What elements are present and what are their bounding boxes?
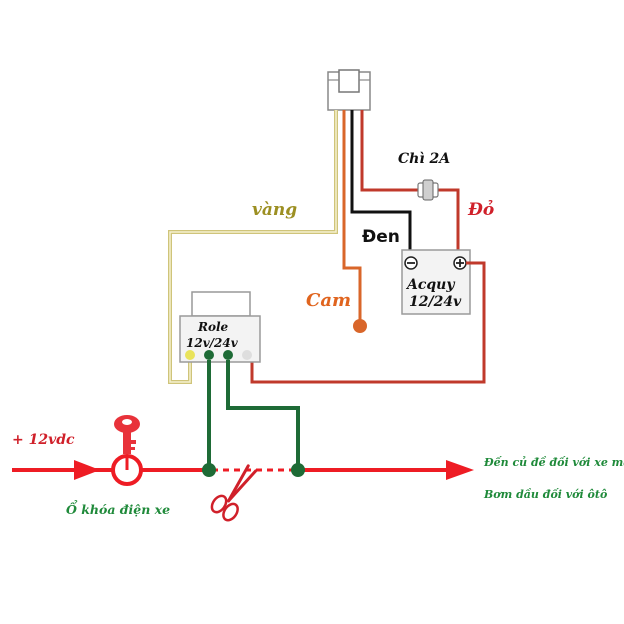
arrow-head-icon: [446, 460, 474, 480]
key-icon: [111, 415, 143, 486]
fuse-icon: [417, 179, 439, 201]
yellow-wire-label: vàng: [252, 200, 297, 220]
orange-wire: [342, 110, 362, 322]
connector-icon: [327, 69, 371, 111]
black-wire: [350, 110, 412, 250]
arrow-head-icon: [74, 460, 100, 480]
red-wire-label: Đỏ: [467, 200, 494, 220]
supply-label: + 12vdc: [12, 432, 75, 448]
output-label-line1: Đến củ đề đối với xe máy: [483, 455, 624, 469]
orange-wire-end: [353, 319, 367, 333]
green-wire-2: [226, 360, 300, 470]
orange-wire-label: Cam: [306, 290, 351, 311]
junction-dot: [202, 463, 216, 477]
fuse-label: Chì 2A: [398, 151, 450, 167]
battery-voltage: 12/24v: [409, 294, 462, 310]
relay-voltage: 12v/24v: [186, 336, 239, 350]
relay-name: Role: [197, 320, 229, 334]
black-wire-label: Đen: [362, 227, 400, 247]
battery-to-relay-wire: [250, 261, 486, 384]
battery-name: Acquy: [405, 277, 455, 293]
relay-icon: [179, 291, 261, 363]
output-label-line2: Bơm dầu đối với ôtô: [483, 487, 607, 501]
ignition-label: Ổ khóa điện xe: [66, 499, 170, 517]
red-wire-top: [360, 110, 418, 192]
scissors-icon: [210, 464, 258, 522]
junction-dot: [291, 463, 305, 477]
